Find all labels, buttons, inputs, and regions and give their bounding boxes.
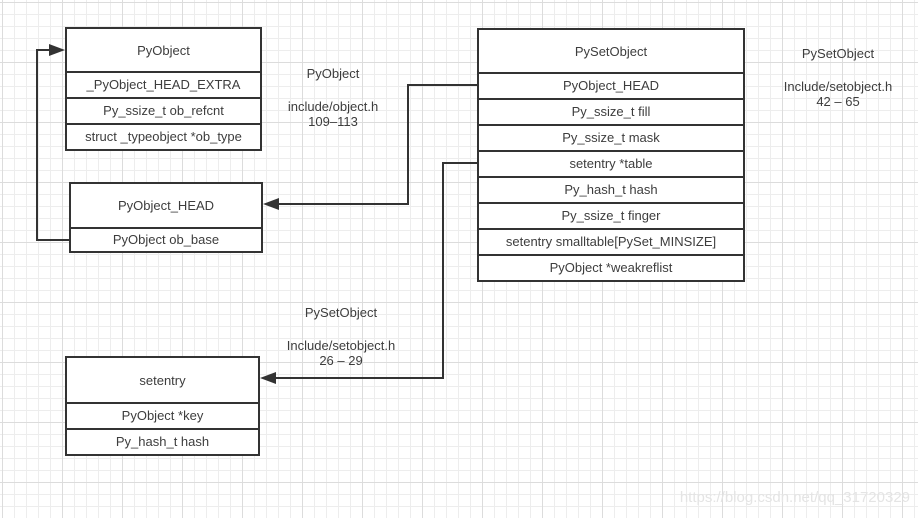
struct-field-pyobject-head: PyObject_HEAD: [479, 72, 743, 98]
struct-field-setentry-hash: Py_hash_t hash: [67, 428, 258, 454]
watermark-url: https://blog.csdn.net/qq_31720329: [679, 489, 910, 506]
struct-title-pysetobject: PySetObject: [574, 43, 648, 59]
struct-field-hash: Py_hash_t hash: [479, 176, 743, 202]
source-label-lines: 109–113: [308, 114, 358, 129]
source-label-file: Include/setobject.h: [783, 79, 893, 94]
struct-field-head-extra: _PyObject_HEAD_EXTRA: [67, 71, 260, 97]
struct-box-pyobject: PyObject _PyObject_HEAD_EXTRA Py_ssize_t…: [65, 27, 262, 151]
source-label-lines: 42 – 65: [816, 94, 860, 109]
struct-box-pyobject-head: PyObject_HEAD PyObject ob_base: [69, 182, 263, 253]
source-label-file: Include/setobject.h: [286, 338, 396, 353]
arrowhead-icon: [263, 198, 279, 210]
struct-field-weakreflist: PyObject *weakreflist: [479, 254, 743, 280]
source-label-pysetobject: PySetObject Include/setobject.h 42 – 65: [763, 46, 913, 109]
source-label-title: PySetObject: [304, 305, 378, 320]
struct-field-smalltable: setentry smalltable[PySet_MINSIZE]: [479, 228, 743, 254]
struct-field-ob-base: PyObject ob_base: [71, 227, 261, 251]
struct-field-ob-refcnt: Py_ssize_t ob_refcnt: [67, 97, 260, 123]
struct-field-key: PyObject *key: [67, 402, 258, 428]
struct-field-ob-type: struct _typeobject *ob_type: [67, 123, 260, 149]
struct-field-table: setentry *table: [479, 150, 743, 176]
source-label-setentry: PySetObject Include/setobject.h 26 – 29: [271, 305, 411, 368]
source-label-lines: 26 – 29: [319, 353, 363, 368]
struct-title-setentry: setentry: [139, 372, 186, 388]
struct-box-pysetobject: PySetObject PyObject_HEAD Py_ssize_t fil…: [477, 28, 745, 282]
struct-title-pyobject: PyObject: [137, 42, 190, 58]
struct-field-mask: Py_ssize_t mask: [479, 124, 743, 150]
struct-field-fill: Py_ssize_t fill: [479, 98, 743, 124]
arrowhead-icon: [49, 44, 65, 56]
source-label-pyobject: PyObject include/object.h 109–113: [263, 66, 403, 129]
struct-box-setentry: setentry PyObject *key Py_hash_t hash: [65, 356, 260, 456]
arrowhead-icon: [260, 372, 276, 384]
source-label-title: PyObject: [306, 66, 360, 81]
struct-field-finger: Py_ssize_t finger: [479, 202, 743, 228]
struct-title-pyobject-head: PyObject_HEAD: [117, 198, 215, 213]
source-label-title: PySetObject: [801, 46, 875, 61]
source-label-file: include/object.h: [287, 99, 379, 114]
